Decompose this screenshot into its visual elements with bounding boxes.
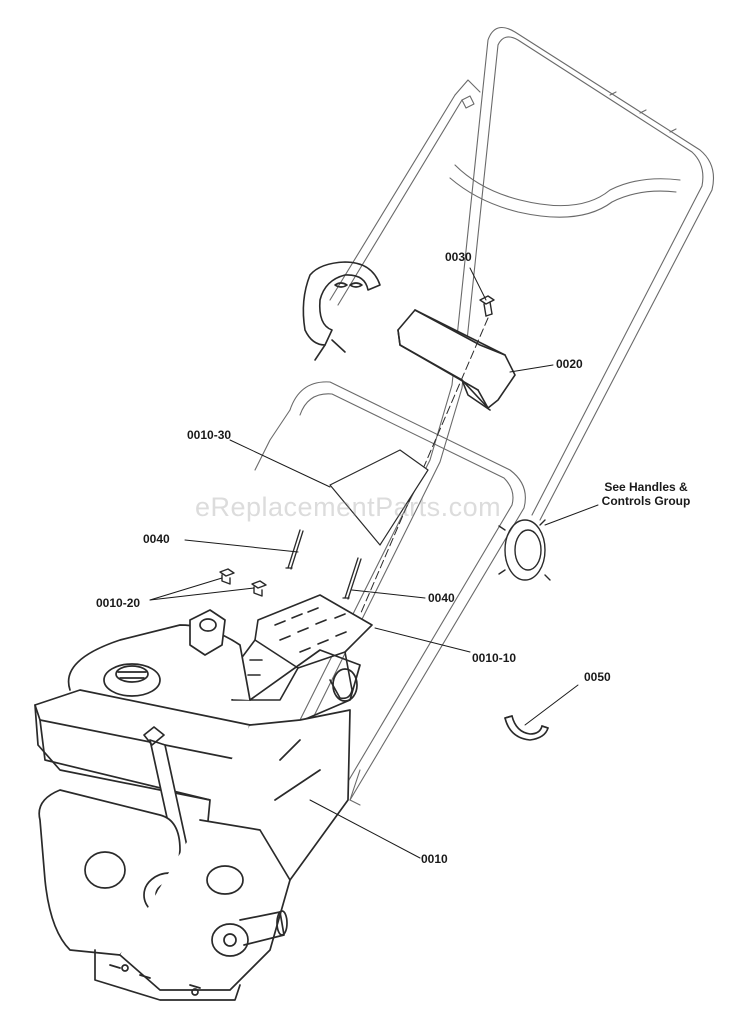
callout-0010-20[interactable]: 0010-20 [96,596,141,610]
part-0010-engine [34,609,361,1001]
see-handles-note[interactable]: See Handles & Controls Group [596,480,696,508]
callout-0010-10[interactable]: 0010-10 [472,651,517,665]
callout-0020[interactable]: 0020 [556,357,583,371]
part-0010-30-plate [329,449,429,546]
part-0010-20-bolts [219,568,267,597]
part-0040-screws [285,529,362,600]
part-0030-bolt [479,295,495,317]
control-spool [498,519,551,581]
leader-lines [149,267,599,859]
callout-0040-upper[interactable]: 0040 [143,532,170,546]
part-0050-clip [504,715,549,741]
callout-0010[interactable]: 0010 [421,852,448,866]
handle-lever [302,261,381,361]
handle-frame [254,26,715,806]
callout-0030[interactable]: 0030 [445,250,472,264]
callout-0050[interactable]: 0050 [584,670,611,684]
callout-0040-lower[interactable]: 0040 [428,591,455,605]
part-0020-cover [397,309,516,411]
see-handles-note-line2: Controls Group [601,494,691,508]
see-handles-note-line1: See Handles & [604,480,688,494]
callout-0010-30[interactable]: 0010-30 [187,428,232,442]
watermark: eReplacementParts.com [195,492,502,522]
part-0010-10-bracket [231,594,373,701]
